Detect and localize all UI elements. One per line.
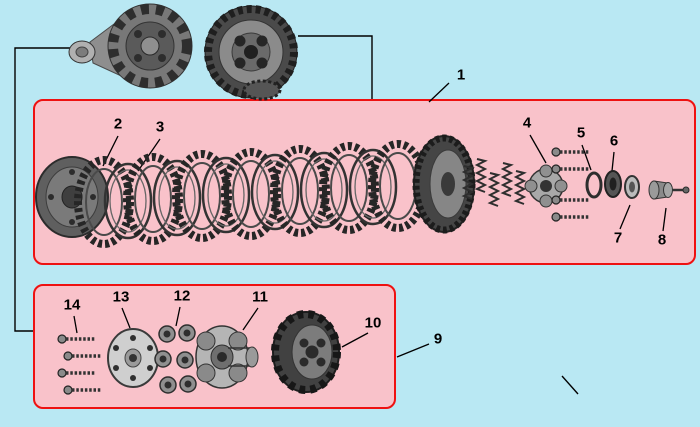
- lower-assembly-panel: [33, 284, 396, 409]
- callout-7: 7: [613, 229, 623, 247]
- callout-3: 3: [155, 118, 165, 136]
- upper-assembly-panel: [33, 99, 696, 265]
- callout-6: 6: [609, 132, 619, 150]
- callout-14: 14: [63, 296, 81, 314]
- callout-12: 12: [173, 287, 191, 305]
- callout-11: 11: [252, 288, 268, 306]
- callout-9: 9: [433, 330, 443, 348]
- callout-2: 2: [113, 115, 123, 133]
- left-clutch-photo: [68, 3, 193, 89]
- callout-8: 8: [657, 231, 667, 249]
- right-clutch-photo: [204, 5, 298, 101]
- callout-5: 5: [576, 124, 586, 142]
- callout-1: 1: [456, 66, 466, 84]
- callout-4: 4: [522, 114, 532, 132]
- callout-13: 13: [112, 288, 130, 306]
- callout-10: 10: [364, 314, 382, 332]
